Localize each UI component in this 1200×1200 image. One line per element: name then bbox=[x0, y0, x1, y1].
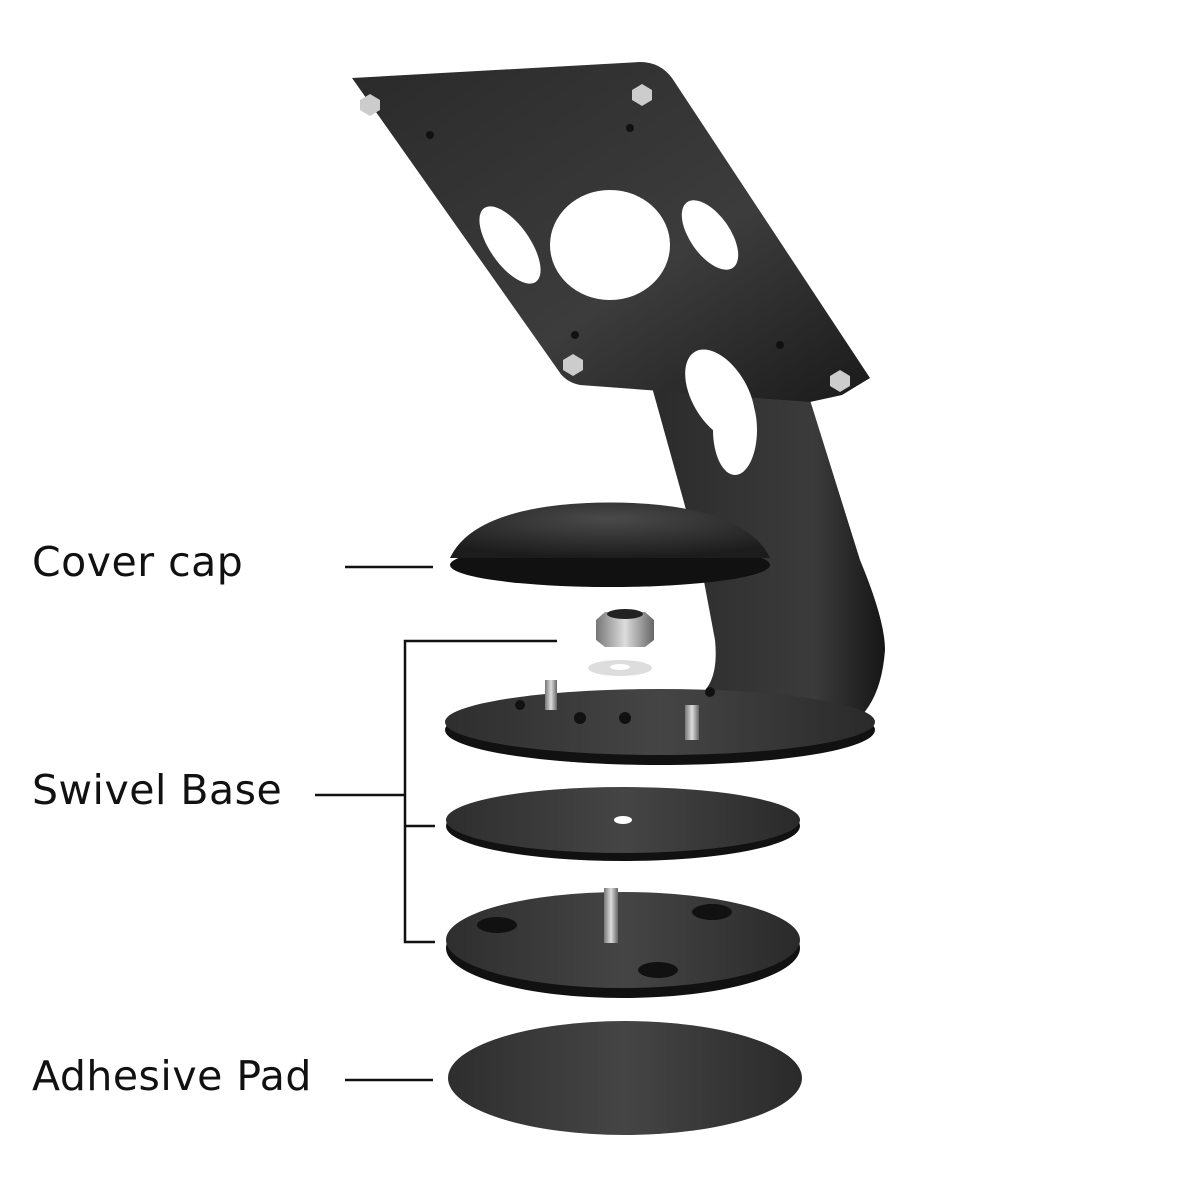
label-swivel-base: Swivel Base bbox=[32, 766, 283, 814]
mounting-plate bbox=[352, 62, 870, 441]
label-cover-cap: Cover cap bbox=[32, 538, 244, 586]
stand-bracket bbox=[445, 380, 885, 765]
swivel-disc-bottom bbox=[446, 888, 800, 998]
corner-screw-icon bbox=[632, 84, 652, 106]
cover-cap bbox=[450, 502, 770, 587]
leader-lines bbox=[315, 565, 557, 1082]
adhesive-pad bbox=[448, 1021, 802, 1135]
swivel-base-bracket bbox=[403, 639, 557, 944]
corner-screw-icon bbox=[563, 354, 583, 376]
corner-screw-icon bbox=[830, 370, 850, 392]
corner-screw-icon bbox=[360, 94, 380, 116]
swivel-disc-middle bbox=[446, 787, 800, 861]
nut-and-washer bbox=[588, 609, 654, 676]
label-adhesive-pad: Adhesive Pad bbox=[32, 1052, 312, 1100]
